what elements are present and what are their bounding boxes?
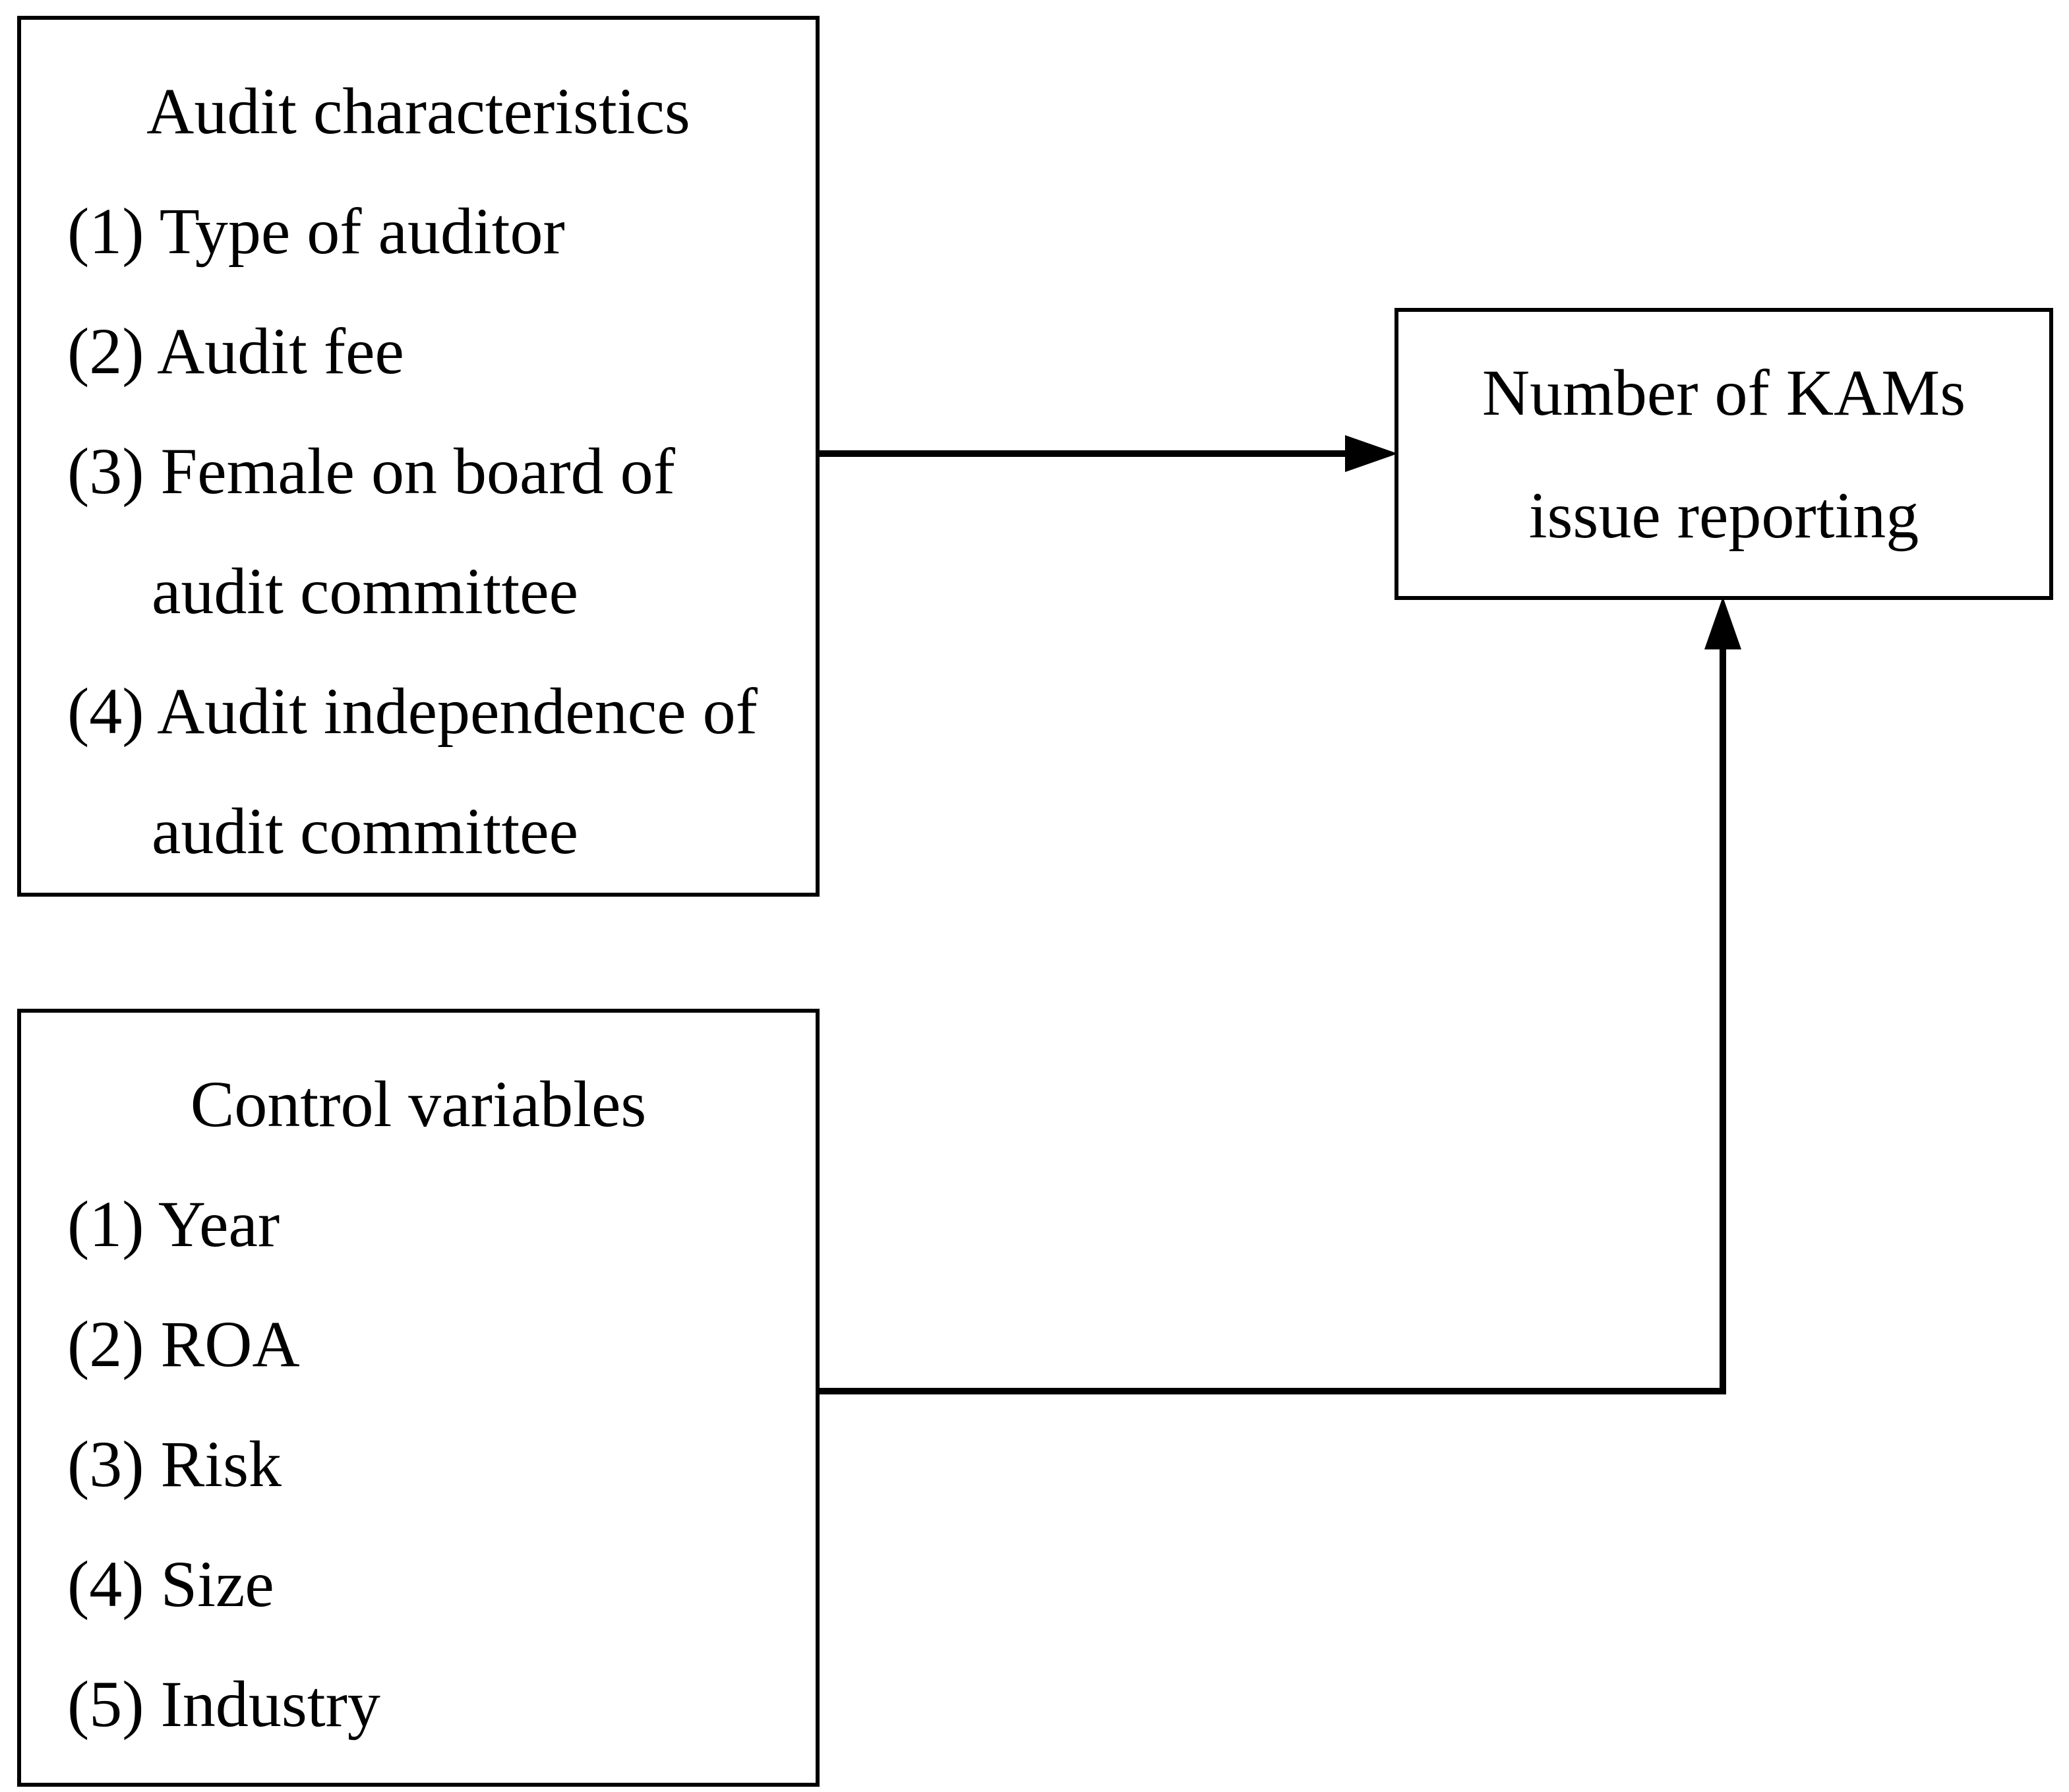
arrowhead-right-icon [1345,435,1398,472]
control-item-size: (4) Size [67,1547,274,1621]
control-to-kams-connector-vertical [1720,643,1726,1394]
audit-item-audit-independence: (4) Audit independence of [67,674,758,748]
audit-item-female-on-board: (3) Female on board of [67,434,675,508]
control-variables-box: Control variables (1) Year (2) ROA (3) R… [17,1009,820,1787]
control-item-industry: (5) Industry [67,1667,380,1741]
audit-item-audit-fee: (2) Audit fee [67,314,404,388]
control-variables-title: Control variables [190,1067,647,1141]
control-to-kams-connector-horizontal [820,1388,1726,1394]
control-item-risk: (3) Risk [67,1427,282,1501]
audit-item-audit-independence-wrap: audit committee [152,794,579,868]
audit-to-kams-arrow-line [820,450,1347,457]
arrowhead-up-icon [1704,597,1741,649]
control-item-year: (1) Year [67,1187,280,1261]
audit-item-female-on-board-wrap: audit committee [152,554,579,628]
audit-item-type-of-auditor: (1) Type of auditor [67,194,565,268]
audit-characteristics-box: Audit characteristics (1) Type of audito… [17,16,820,897]
kams-box-line1: Number of KAMs [1482,355,1966,429]
kams-box-line2: issue reporting [1528,478,1919,552]
audit-characteristics-title: Audit characteristics [146,75,690,148]
control-item-roa: (2) ROA [67,1307,300,1381]
kams-issue-reporting-box: Number of KAMs issue reporting [1394,308,2053,600]
